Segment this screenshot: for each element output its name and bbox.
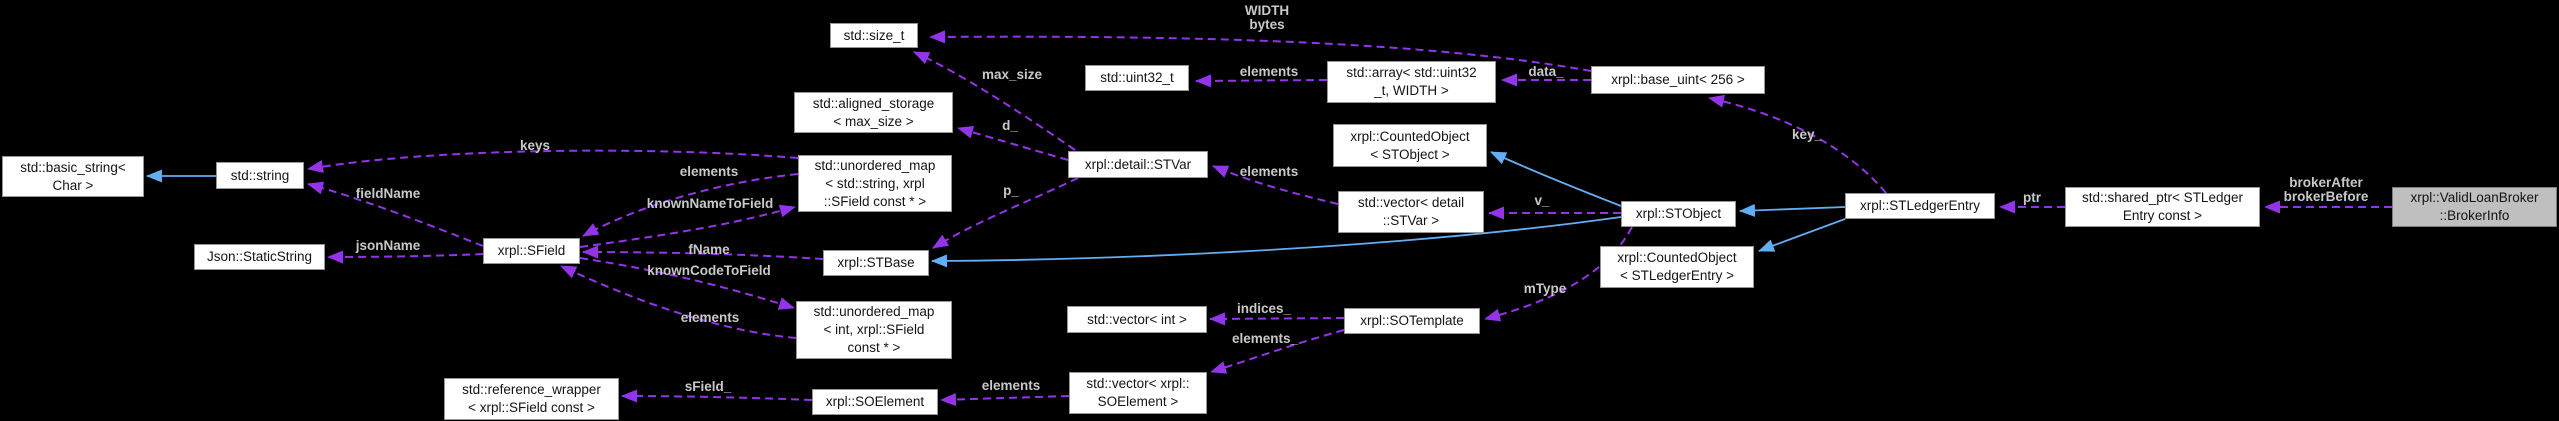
edge-width-bytes (929, 30, 1592, 72)
edge-elements-array (1195, 74, 1328, 88)
edge-indices (1209, 312, 1345, 326)
edge-label-keys: keys (519, 138, 551, 153)
node-xrpl-countedobject-stledgerentry[interactable]: xrpl::CountedObject < STLedgerEntry > (1600, 246, 1754, 288)
edge-elements-soelement (940, 393, 1070, 407)
node-xrpl-countedobject-stobject[interactable]: xrpl::CountedObject < STObject > (1333, 124, 1487, 167)
edge-label-sfield-member: sField_ (684, 379, 732, 394)
node-std-reference-wrapper-sfield[interactable]: std::reference_wrapper < xrpl::SField co… (444, 378, 619, 420)
node-xrpl-sotemplate[interactable]: xrpl::SOTemplate (1344, 308, 1480, 334)
edge-label-elements-name-map: elements (679, 164, 739, 179)
edge-sle-inherits-stobject (1739, 203, 1846, 217)
edge-sfield-member (621, 389, 813, 403)
edge-p (932, 177, 1079, 249)
node-std-array-uint32-width[interactable]: std::array< std::uint32 _t, WIDTH > (1327, 61, 1496, 103)
edge-jsonname (327, 250, 484, 264)
node-xrpl-stledgerentry[interactable]: xrpl::STLedgerEntry (1845, 193, 1995, 219)
node-std-vector-int[interactable]: std::vector< int > (1067, 306, 1207, 333)
node-xrpl-stbase[interactable]: xrpl::STBase (823, 250, 929, 276)
edge-elements-stvar (1212, 165, 1339, 205)
node-xrpl-stobject[interactable]: xrpl::STObject (1621, 201, 1736, 227)
edge-elements-code-map (560, 265, 797, 339)
edge-sle-inherits-countedobject (1758, 218, 1846, 252)
node-std-uint32-t[interactable]: std::uint32_t (1085, 65, 1189, 91)
edge-label-elements-stvar: elements (1239, 164, 1299, 179)
edge-fname (582, 245, 824, 260)
node-std-shared-ptr-stledgerentry[interactable]: std::shared_ptr< STLedger Entry const > (2065, 187, 2260, 227)
node-std-size-t[interactable]: std::size_t (830, 23, 918, 48)
edge-knownnametofield (579, 204, 796, 248)
edge-label-knowncodetofield: knownCodeToField (647, 263, 771, 278)
edge-stobject-inherits-countedobject (1490, 151, 1622, 207)
node-xrpl-sfield[interactable]: xrpl::SField (483, 238, 580, 264)
node-xrpl-detail-stvar[interactable]: xrpl::detail::STVar (1068, 151, 1208, 178)
edge-d (957, 125, 1069, 161)
edge-elements-name-map (582, 173, 799, 237)
edge-label-v: v_ (1534, 193, 1550, 208)
edge-label-fieldname: fieldName (355, 186, 421, 201)
edge-label-width-bytes: WIDTH bytes (1244, 3, 1290, 32)
edge-label-knownnametofield: knownNameToField (646, 196, 774, 211)
edge-label-key: key_ (1791, 127, 1823, 142)
edge-label-data: data_ (1528, 64, 1564, 79)
edge-label-d: d_ (1002, 118, 1018, 133)
edge-max-size (913, 51, 1076, 151)
node-json-staticstring[interactable]: Json::StaticString (194, 244, 325, 270)
node-std-basic-string-char[interactable]: std::basic_string< Char > (2, 156, 144, 197)
node-xrpl-soelement[interactable]: xrpl::SOElement (812, 389, 938, 415)
edge-stobject-inherits-stbase (931, 216, 1622, 268)
node-std-aligned-storage[interactable]: std::aligned_storage < max_size > (794, 92, 953, 133)
edge-elements-sotemplate (1210, 329, 1345, 374)
node-std-unordered-map-int-sfield[interactable]: std::unordered_map < int, xrpl::SField c… (796, 301, 952, 359)
edge-label-ptr: ptr (2023, 190, 2041, 205)
edge-label-elements-soelement: elements (981, 378, 1041, 393)
node-std-unordered-map-string-sfield[interactable]: std::unordered_map < std::string, xrpl :… (798, 155, 952, 212)
edge-label-max-size: max_size (981, 67, 1043, 82)
edge-fieldname (307, 181, 484, 247)
edge-label-elements-array: elements (1239, 64, 1299, 79)
edge-label-broker-after-before: brokerAfter brokerBefore (2283, 175, 2369, 204)
edge-label-elements-code-map: elements (680, 310, 740, 325)
edge-knowncodetofield (579, 257, 795, 310)
edge-label-mtype: mType (1523, 281, 1567, 296)
edge-mtype (1484, 226, 1633, 322)
node-std-vector-detail-stvar[interactable]: std::vector< detail ::STVar > (1338, 191, 1484, 233)
edge-key (1708, 94, 1887, 194)
edge-label-elements-sotemplate: elements_ (1231, 331, 1299, 346)
edge-label-indices: indices_ (1236, 301, 1292, 316)
edge-label-fname: fName (688, 242, 730, 257)
edge-label-p: p_ (1003, 183, 1019, 198)
node-std-vector-soelement[interactable]: std::vector< xrpl:: SOElement > (1069, 372, 1207, 414)
edge-keys (307, 149, 799, 173)
edge-label-jsonname: jsonName (355, 238, 421, 253)
node-xrpl-validloanbroker-brokerinfo: xrpl::ValidLoanBroker ::BrokerInfo (2392, 187, 2557, 227)
node-std-string[interactable]: std::string (216, 162, 304, 189)
node-xrpl-base-uint-256[interactable]: xrpl::base_uint< 256 > (1591, 66, 1765, 94)
